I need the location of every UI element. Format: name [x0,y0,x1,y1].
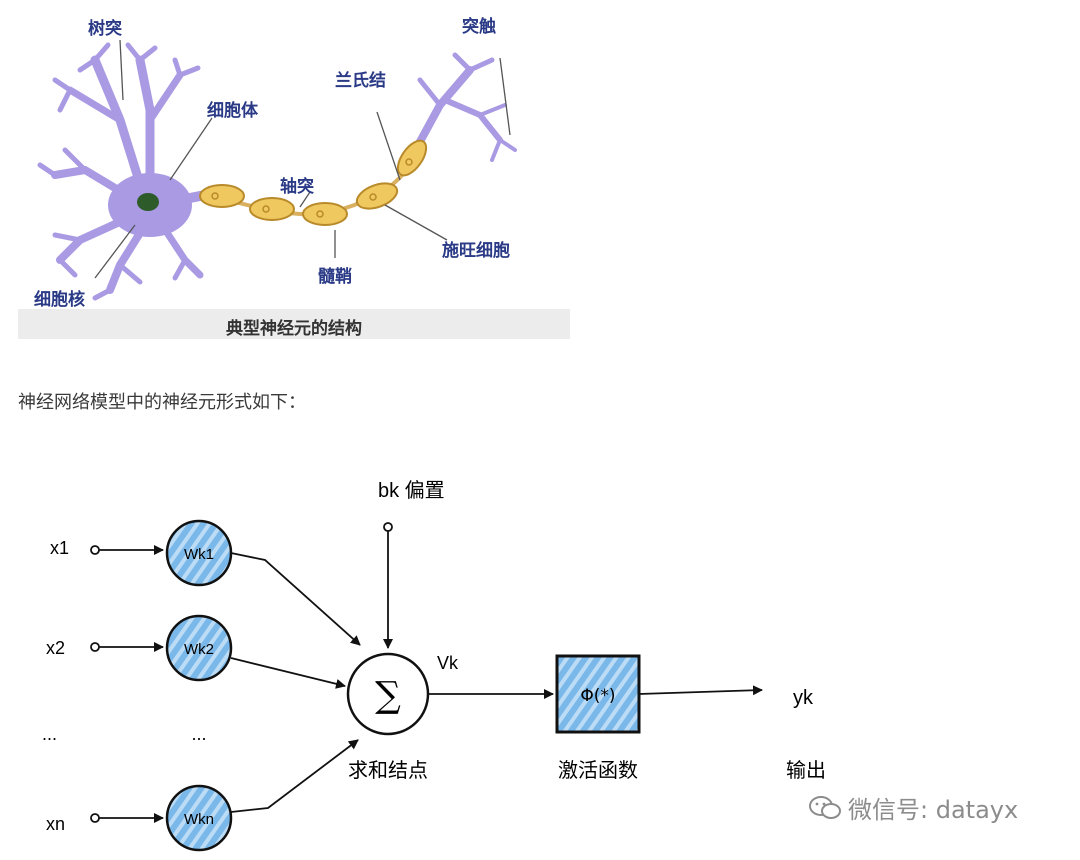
intro-text: 神经网络模型中的神经元形式如下： [18,392,306,413]
v-label: Vk [437,653,459,673]
activation-label: 激活函数 [558,758,638,782]
watermark-text: 微信号: datayx [848,796,1019,824]
nucleus-shape [137,193,159,211]
weight-label-n: Wkn [184,811,214,828]
neuron-caption: 典型神经元的结构 [226,319,362,339]
output-symbol: yk [793,687,814,709]
label-dendrite: 树突 [88,19,122,39]
wechat-icon [809,796,841,819]
weight-node-2 [165,614,233,682]
label-axon: 轴突 [280,177,314,197]
input-label-xn: xn [46,814,65,834]
neuron-model-diagram: x1 x2 ... xn Wk1 Wk2 ... Wkn bk 偏置 ∑ 求和结… [42,479,826,852]
weight-label-1: Wk1 [184,546,214,563]
weight-node-n [165,784,233,852]
label-synapse: 突触 [462,17,496,37]
watermark: 微信号: datayx [808,790,1018,825]
label-nucleus: 细胞核 [34,290,85,310]
output-label: 输出 [786,758,826,782]
neuron-illustration [37,39,517,301]
activation-symbol: Φ(*) [580,686,615,706]
weight-label-2: Wk2 [184,641,214,658]
caption-bar [18,309,570,339]
label-soma: 细胞体 [207,101,258,121]
label-ranvier: 兰氏结 [335,71,386,91]
myelin-sheaths [199,139,428,226]
sum-label: 求和结点 [348,758,428,782]
label-schwann: 施旺细胞 [442,241,510,261]
input-label-x1: x1 [50,538,69,558]
weight-label-dots: ... [191,724,206,744]
sum-symbol: ∑ [375,675,401,716]
label-myelin: 髓鞘 [318,267,352,287]
input-label-dots: ... [42,724,57,744]
input-label-x2: x2 [46,638,65,658]
bias-label: bk 偏置 [378,479,445,502]
